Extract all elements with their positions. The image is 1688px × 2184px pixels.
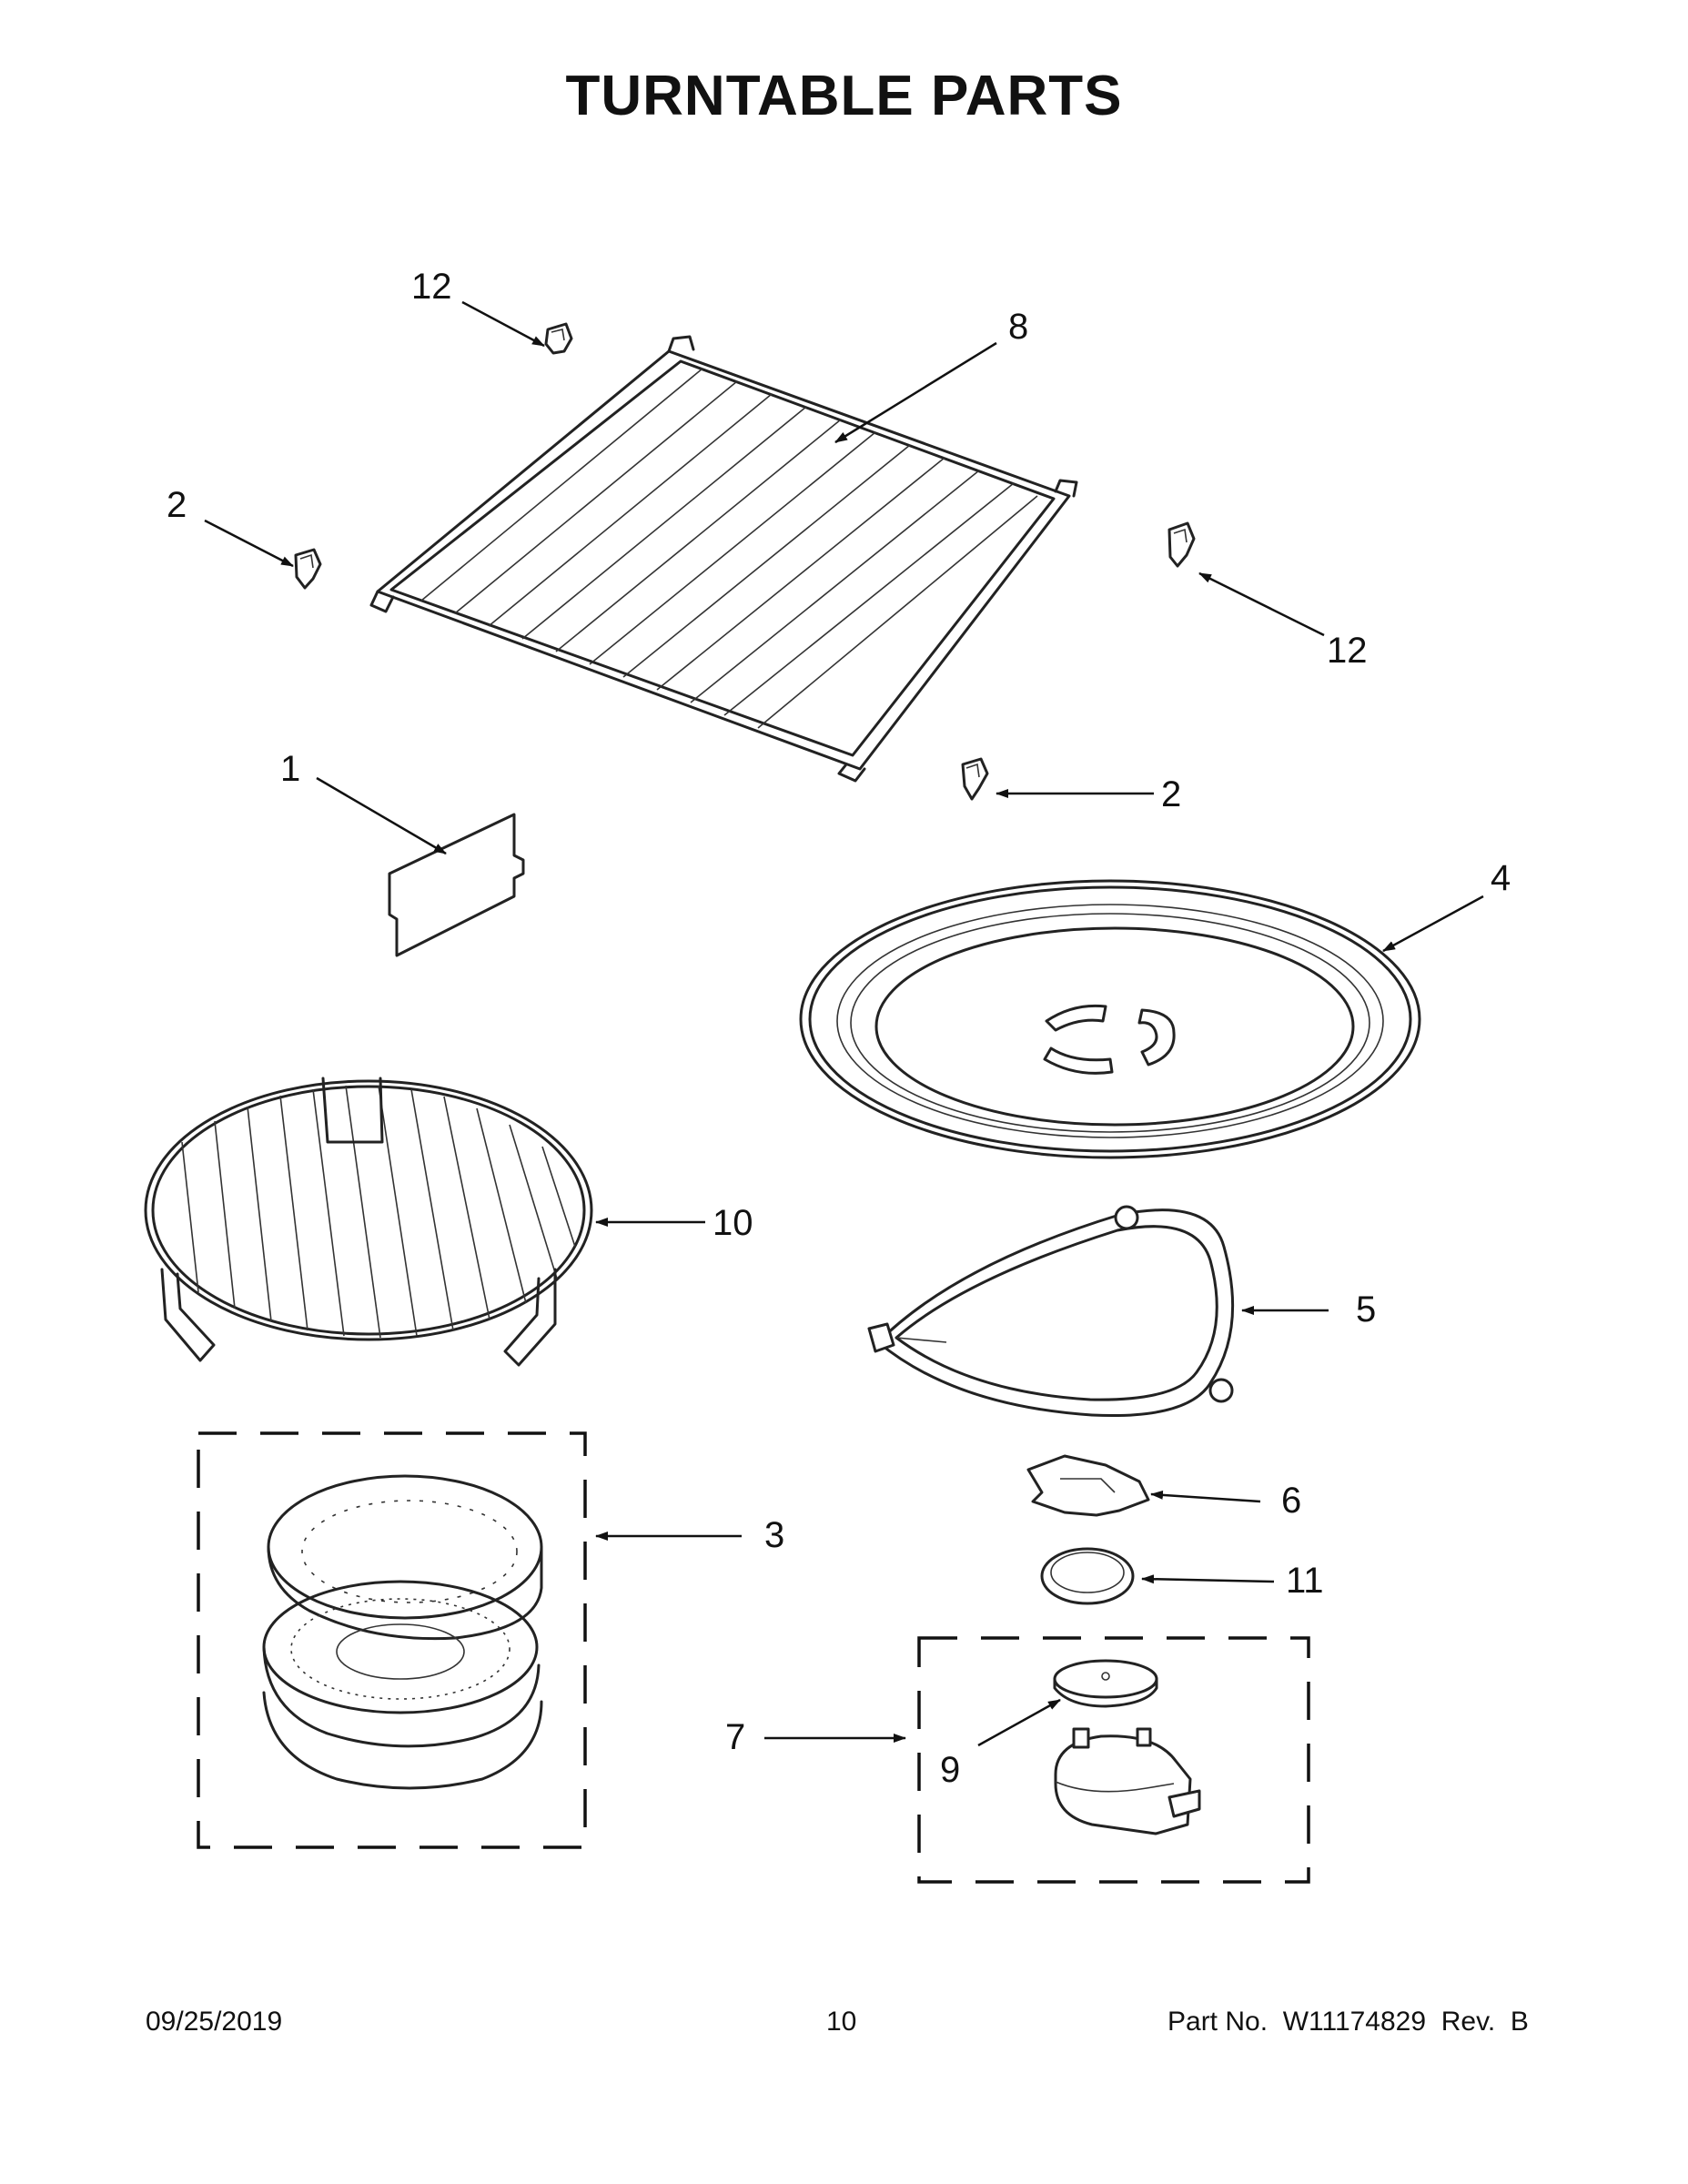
cooking-rack-part bbox=[144, 1077, 593, 1367]
roller-ring-part bbox=[867, 1205, 1235, 1418]
turntable-tray-part bbox=[799, 879, 1421, 1159]
leader-lines bbox=[204, 300, 1484, 1747]
callout-5: 5 bbox=[1356, 1289, 1376, 1330]
callout-4: 4 bbox=[1491, 858, 1511, 898]
callout-3: 3 bbox=[764, 1515, 784, 1555]
callout-2-left: 2 bbox=[167, 485, 187, 525]
waveguide-cover-part bbox=[388, 813, 525, 957]
callout-11: 11 bbox=[1286, 1561, 1324, 1601]
turntable-motor-part bbox=[1054, 1727, 1201, 1835]
steamer-kit-part bbox=[262, 1474, 543, 1790]
rack-support-left-part bbox=[544, 322, 573, 355]
callout-9: 9 bbox=[940, 1750, 960, 1790]
callout-12-right: 12 bbox=[1327, 631, 1368, 671]
callout-12-left: 12 bbox=[411, 267, 452, 307]
seal-ring-part bbox=[1040, 1547, 1135, 1605]
callout-2-right: 2 bbox=[1161, 774, 1181, 814]
footer-date: 09/25/2019 bbox=[146, 2007, 283, 2037]
callout-7: 7 bbox=[725, 1717, 745, 1757]
rack-guide-left-part bbox=[294, 548, 322, 590]
steamer-kit-box bbox=[197, 1431, 587, 1849]
hub-coupler-part bbox=[1026, 1454, 1150, 1517]
oven-rack-part bbox=[369, 335, 1078, 783]
callout-1: 1 bbox=[280, 749, 300, 789]
motor-kit-box bbox=[917, 1636, 1310, 1884]
rack-guide-right-part bbox=[961, 757, 989, 801]
rack-support-right-part bbox=[1167, 521, 1196, 568]
page-title: TURNTABLE PARTS bbox=[565, 65, 1123, 127]
callout-8: 8 bbox=[1008, 307, 1028, 347]
motor-plate-part bbox=[1053, 1659, 1158, 1708]
footer-part-number: Part No. W11174829 Rev. B bbox=[1167, 2007, 1529, 2037]
callout-10: 10 bbox=[713, 1203, 753, 1243]
callout-6: 6 bbox=[1281, 1481, 1301, 1521]
footer-page-number: 10 bbox=[826, 2007, 857, 2037]
